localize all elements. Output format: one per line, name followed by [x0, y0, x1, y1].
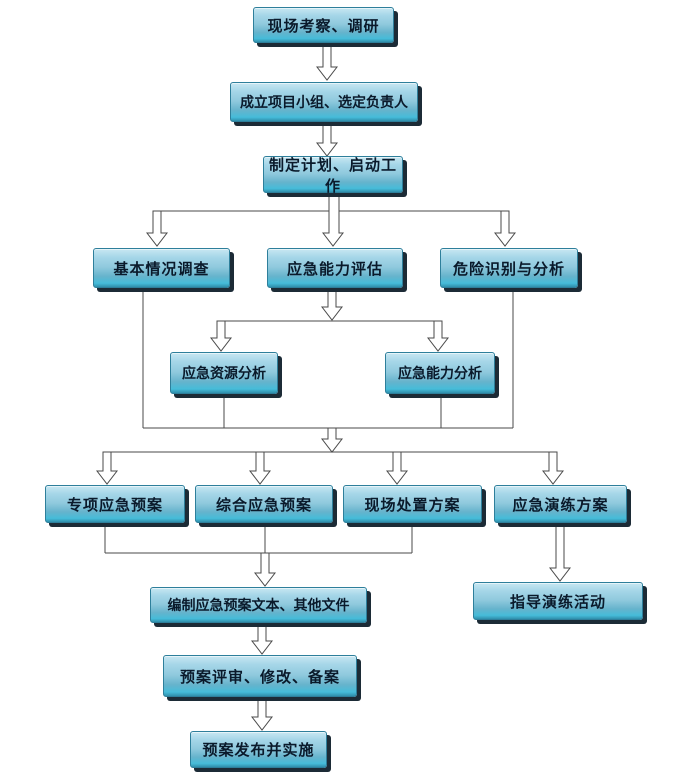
flow-arrow-to-resource — [209, 320, 233, 352]
node-capability-analysis: 应急能力分析 — [385, 352, 495, 394]
flow-arrow-review-publish — [250, 696, 274, 731]
node-onsite-plan: 现场处置方案 — [343, 485, 482, 523]
flow-arrow-to-capability — [426, 320, 450, 352]
flow-arrow-survey-team — [315, 42, 339, 81]
flow-arrow-converge — [320, 427, 344, 453]
node-make-plan: 制定计划、启动工作 — [263, 156, 403, 195]
flow-arrow-to-onsite — [385, 451, 409, 485]
flow-arrow-compile-review — [250, 622, 274, 655]
node-compile-docs: 编制应急预案文本、其他文件 — [150, 587, 367, 623]
flow-arrow-plan-mid — [321, 192, 345, 247]
flow-arrow-team-plan — [315, 121, 339, 157]
node-drill-plan: 应急演练方案 — [494, 485, 627, 523]
flow-arrow-eval-down — [320, 287, 344, 321]
node-hazard-analysis: 危险识别与分析 — [440, 248, 578, 288]
node-guide-drill: 指导演练活动 — [473, 582, 643, 620]
flow-arrow-plan-left — [145, 210, 169, 247]
flow-arrow-to-drill — [541, 451, 565, 485]
flow-arrow-to-compile — [253, 552, 277, 587]
node-basic-survey: 基本情况调查 — [93, 248, 230, 288]
flow-arrow-plan-right — [493, 210, 517, 247]
node-publish-plan: 预案发布并实施 — [190, 731, 327, 768]
node-capability-eval: 应急能力评估 — [267, 248, 403, 288]
flow-arrow-drill-guide — [548, 522, 572, 582]
node-review-plan: 预案评审、修改、备案 — [163, 655, 357, 697]
node-form-team: 成立项目小组、选定负责人 — [230, 82, 418, 122]
flow-arrow-to-comprehensive — [248, 451, 272, 485]
node-site-survey: 现场考察、调研 — [253, 7, 394, 43]
node-special-plan: 专项应急预案 — [45, 485, 185, 523]
flow-arrow-to-special — [95, 451, 119, 485]
node-comprehensive-plan: 综合应急预案 — [195, 485, 333, 523]
node-resource-analysis: 应急资源分析 — [170, 352, 278, 394]
